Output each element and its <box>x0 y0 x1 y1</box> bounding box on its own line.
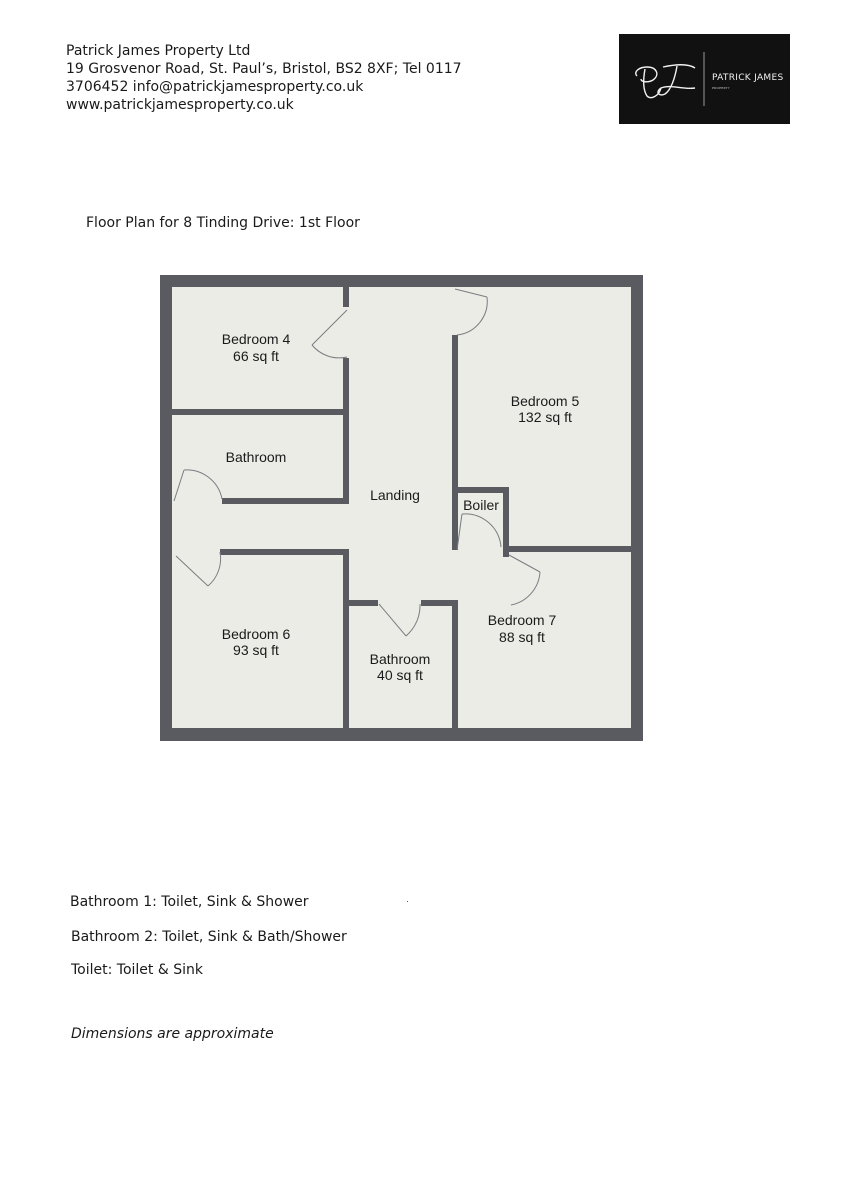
logo-sub-text: PROPERTY <box>712 86 730 90</box>
door-swings <box>173 288 541 637</box>
logo-monogram-icon <box>635 52 705 106</box>
bedroom-7-label: Bedroom 7 <box>488 612 557 628</box>
bathroom-lower-label: Bathroom <box>370 651 431 667</box>
floor-plan: Bedroom 4 66 sq ft Bedroom 5 132 sq ft B… <box>160 275 643 741</box>
landing-label: Landing <box>370 487 420 503</box>
company-header: Patrick James Property Ltd 19 Grosvenor … <box>66 42 462 114</box>
stray-dot <box>407 901 408 902</box>
company-website[interactable]: www.patrickjamesproperty.co.uk <box>66 97 294 113</box>
floor-plan-title: Floor Plan for 8 Tinding Drive: 1st Floo… <box>86 215 360 231</box>
dimensions-disclaimer: Dimensions are approximate <box>71 1026 274 1042</box>
note-toilet: Toilet: Toilet & Sink <box>71 962 203 978</box>
bathroom-lower-area: 40 sq ft <box>377 667 423 683</box>
bedroom-5-label: Bedroom 5 <box>511 393 580 409</box>
company-name: Patrick James Property Ltd <box>66 43 251 59</box>
bedroom-6-area: 93 sq ft <box>233 642 279 658</box>
note-bathroom-1: Bathroom 1: Toilet, Sink & Shower <box>70 894 309 910</box>
company-address: 19 Grosvenor Road, St. Paul’s, Bristol, … <box>66 61 462 77</box>
floor-area <box>172 287 631 728</box>
company-logo: PATRICK JAMES PROPERTY <box>619 34 790 124</box>
bedroom-4-label: Bedroom 4 <box>222 331 291 347</box>
room-labels: Bedroom 4 66 sq ft Bedroom 5 132 sq ft B… <box>222 331 580 683</box>
note-bathroom-2: Bathroom 2: Toilet, Sink & Bath/Shower <box>71 929 347 945</box>
boiler-label: Boiler <box>463 497 499 513</box>
interior-walls <box>172 287 631 728</box>
logo-brand-text: PATRICK JAMES <box>712 73 784 83</box>
bedroom-5-area: 132 sq ft <box>518 409 572 425</box>
bathroom-upper-label: Bathroom <box>226 449 287 465</box>
company-contact: 3706452 info@patrickjamesproperty.co.uk <box>66 79 364 95</box>
bedroom-6-label: Bedroom 6 <box>222 626 291 642</box>
bedroom-7-area: 88 sq ft <box>499 629 545 645</box>
bedroom-4-area: 66 sq ft <box>233 348 279 364</box>
